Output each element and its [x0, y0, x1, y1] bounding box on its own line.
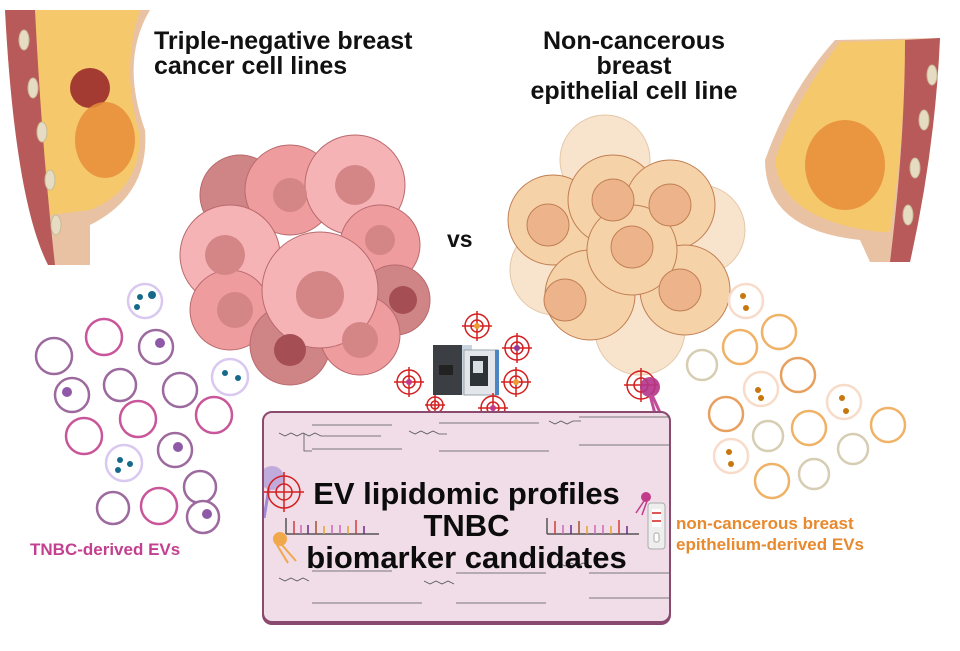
- title-normal: Non-cancerous breast epithelial cell lin…: [520, 29, 748, 104]
- title-normal-line1: Non-cancerous breast: [543, 27, 725, 80]
- normal-evs-label-line1: non-cancerous breast: [676, 514, 854, 533]
- cancer-cell-cluster: [179, 134, 431, 386]
- tnbc-ev-group: [34, 282, 250, 535]
- normal-evs-label: non-cancerous breast epithelium-derived …: [676, 513, 864, 555]
- breast-normal-illustration: [765, 38, 940, 262]
- target-icons: [394, 311, 670, 431]
- title-tnbc: Triple-negative breast cancer cell lines: [154, 29, 412, 79]
- box-line-tnbc: TNBC: [423, 508, 510, 543]
- lateral-flow-test-strip: [647, 502, 666, 550]
- vs-label: vs: [447, 226, 473, 252]
- breast-tumor-illustration: [5, 10, 150, 265]
- target-icon: [501, 367, 531, 397]
- extracellular-vesicle: [273, 492, 651, 564]
- title-tnbc-line1: Triple-negative breast: [154, 27, 413, 55]
- center-result-box: EV lipidomic profiles TNBC biomarker can…: [262, 411, 671, 623]
- lc-ms-instrument: [433, 345, 499, 396]
- target-icon: [462, 311, 492, 341]
- title-tnbc-line2: cancer cell lines: [154, 52, 348, 80]
- title-normal-line2: epithelial cell line: [530, 77, 738, 105]
- normal-cell-cluster: [507, 114, 746, 376]
- tnbc-evs-label: TNBC-derived EVs: [30, 540, 181, 559]
- spectrum-bars: [285, 518, 639, 535]
- lipid-structure: [278, 416, 669, 604]
- box-line-biomarkers: biomarker candidates: [306, 540, 627, 575]
- normal-evs-label-line2: epithelium-derived EVs: [676, 535, 864, 554]
- target-icon: [394, 367, 424, 397]
- target-icon: [264, 466, 304, 519]
- normal-ev-group: [685, 282, 907, 500]
- box-line-profiles: EV lipidomic profiles: [313, 476, 620, 511]
- target-icon: [502, 333, 532, 363]
- lipid-structures: [264, 416, 669, 604]
